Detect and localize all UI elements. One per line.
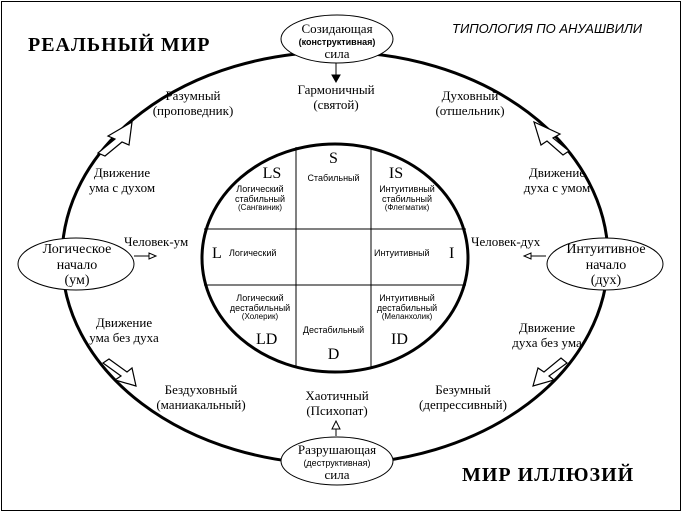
intuitive-beginning-line1: Интуитивное [566, 242, 646, 257]
chaotic-type: Хаотичный (Психопат) [282, 388, 392, 418]
cell-l-letter: L [212, 245, 222, 262]
inner-grid [204, 147, 466, 368]
intuitive-beginning-line2: начало [585, 257, 627, 273]
arrow-down-right [532, 357, 568, 387]
human-mind-label: Человек-ум [124, 234, 189, 249]
arrow-down-left [101, 358, 137, 387]
intuitive-beginning-node [546, 237, 664, 291]
destructive-force-label: Разрушающая (деструктивная) сила [281, 442, 393, 482]
cell-ld-letter: LD [256, 331, 278, 348]
logical-beginning-line1: Логическое [42, 242, 112, 257]
insane-line2: (депрессивный) [419, 396, 507, 412]
movement-spirit-without-mind-line2: духа без ума [512, 334, 582, 350]
intuitive-beginning-line3: (дух) [590, 273, 622, 289]
creative-force-line1: Созидающая [301, 21, 373, 36]
cell-id-line3: (Меланхолик) [381, 312, 433, 322]
cell-ld-line1: Логический [236, 293, 284, 303]
force-nodes [17, 14, 664, 486]
movement-spirit-with-mind-line1: Движение [528, 165, 586, 180]
movement-mind-with-spirit-line1: Движение [93, 165, 151, 180]
cell-id-line2: дестабильный [376, 303, 438, 314]
cell-id-text: Интуитивный дестабильный (Меланхолик) [372, 293, 442, 322]
movement-mind-with-spirit-line2: ума с духом [88, 179, 156, 195]
logical-beginning-label: Логическое начало (ум) [22, 242, 132, 289]
inner-ellipse [200, 142, 470, 374]
destructive-force-line2: (деструктивная) [303, 457, 371, 468]
arrow-down-tip [331, 74, 341, 84]
arrow-up-left [96, 120, 133, 157]
cell-d-label: Дестабильный [302, 325, 365, 335]
movement-mind-with-spirit: Движение ума с духом [72, 165, 172, 195]
cell-l-label: Логический [229, 248, 277, 258]
cell-i-label: Интуитивный [374, 248, 430, 258]
cell-is-letter: IS [388, 165, 404, 182]
spiritual-line2: (отшельник) [435, 102, 505, 118]
cell-ls-text: Логический стабильный (Сангвиник) [218, 184, 302, 213]
destructive-force-line1: Разрушающая [297, 442, 377, 457]
human-spirit-label: Человек-дух [471, 234, 541, 249]
cell-is-line1: Интуитивный [379, 184, 435, 194]
movement-spirit-without-mind-line1: Движение [518, 320, 576, 335]
cell-ld-line3: (Холерик) [241, 312, 279, 322]
cell-s-letter: S [329, 150, 338, 167]
insane-type: Безумный (депрессивный) [408, 382, 518, 412]
arrow-up-right [533, 120, 571, 156]
spiritual-line1: Духовный [441, 88, 499, 103]
harmonious-type: Гармоничный (святой) [276, 82, 396, 112]
cell-ls-line3: (Сангвиник) [237, 203, 283, 213]
movement-mind-without-spirit-line1: Движение [95, 315, 153, 330]
chaotic-line2: (Психопат) [306, 402, 368, 418]
logical-beginning-line2: начало [56, 257, 98, 273]
arrow-left-tip [522, 252, 532, 260]
rational-type: Разумный (проповедник) [138, 88, 248, 118]
creative-force-line2: (конструктивная) [298, 36, 376, 47]
creative-force-label: Созидающая (конструктивная) сила [281, 21, 393, 61]
cell-s-label: Стабильный [307, 173, 360, 183]
rational-line2: (проповедник) [152, 102, 234, 118]
movement-mind-without-spirit: Движение ума без духа [74, 315, 174, 345]
movement-spirit-with-mind: Движение духа с умом [507, 165, 607, 195]
intuitive-beginning-label: Интуитивное начало (дух) [551, 242, 661, 289]
soulless-type: Бездуховный (маниакальный) [146, 382, 256, 412]
rational-line1: Разумный [165, 88, 221, 103]
typology-title: ТИПОЛОГИЯ ПО АНУАШВИЛИ [452, 21, 643, 36]
soulless-line1: Бездуховный [164, 382, 238, 397]
destructive-force-node [280, 436, 394, 486]
cell-is-line2: стабильный [381, 194, 433, 205]
cell-id-line1: Интуитивный [379, 293, 435, 303]
cell-id-letter: ID [391, 331, 408, 348]
cell-d-letter: D [327, 346, 340, 363]
cell-ls-line1: Логический [236, 184, 284, 194]
hollow-arrows [96, 120, 571, 387]
cell-is-line3: (Флегматик) [384, 203, 430, 213]
logical-beginning-line3: (ум) [64, 273, 90, 289]
movement-spirit-without-mind: Движение духа без ума [497, 320, 597, 350]
arrow-right-tip [148, 252, 158, 260]
soulless-line2: (маниакальный) [156, 396, 246, 412]
spiritual-type: Духовный (отшельник) [415, 88, 525, 118]
real-world-title: РЕАЛЬНЫЙ МИР [28, 34, 211, 56]
arrow-up-tip [331, 419, 341, 430]
harmonious-line1: Гармоничный [297, 82, 375, 97]
thin-arrows [134, 63, 546, 436]
cell-is-text: Интуитивный стабильный (Флегматик) [372, 184, 442, 213]
harmonious-line2: (святой) [313, 96, 359, 112]
cell-ls-line2: стабильный [234, 194, 286, 205]
creative-force-line3: сила [324, 45, 350, 61]
movement-mind-without-spirit-line2: ума без духа [89, 329, 159, 345]
logical-beginning-node [17, 237, 135, 291]
cell-ls-letter: LS [262, 165, 282, 182]
cell-ld-text: Логический дестабильный (Холерик) [218, 293, 302, 322]
cell-ld-line2: дестабильный [229, 303, 291, 314]
cell-i-letter: I [449, 245, 455, 262]
illusion-world-title: МИР ИЛЛЮЗИЙ [462, 464, 635, 486]
chaotic-line1: Хаотичный [305, 388, 369, 403]
insane-line1: Безумный [435, 382, 491, 397]
creative-force-node [280, 14, 394, 64]
destructive-force-line3: сила [324, 466, 350, 482]
movement-spirit-with-mind-line2: духа с умом [523, 179, 591, 195]
